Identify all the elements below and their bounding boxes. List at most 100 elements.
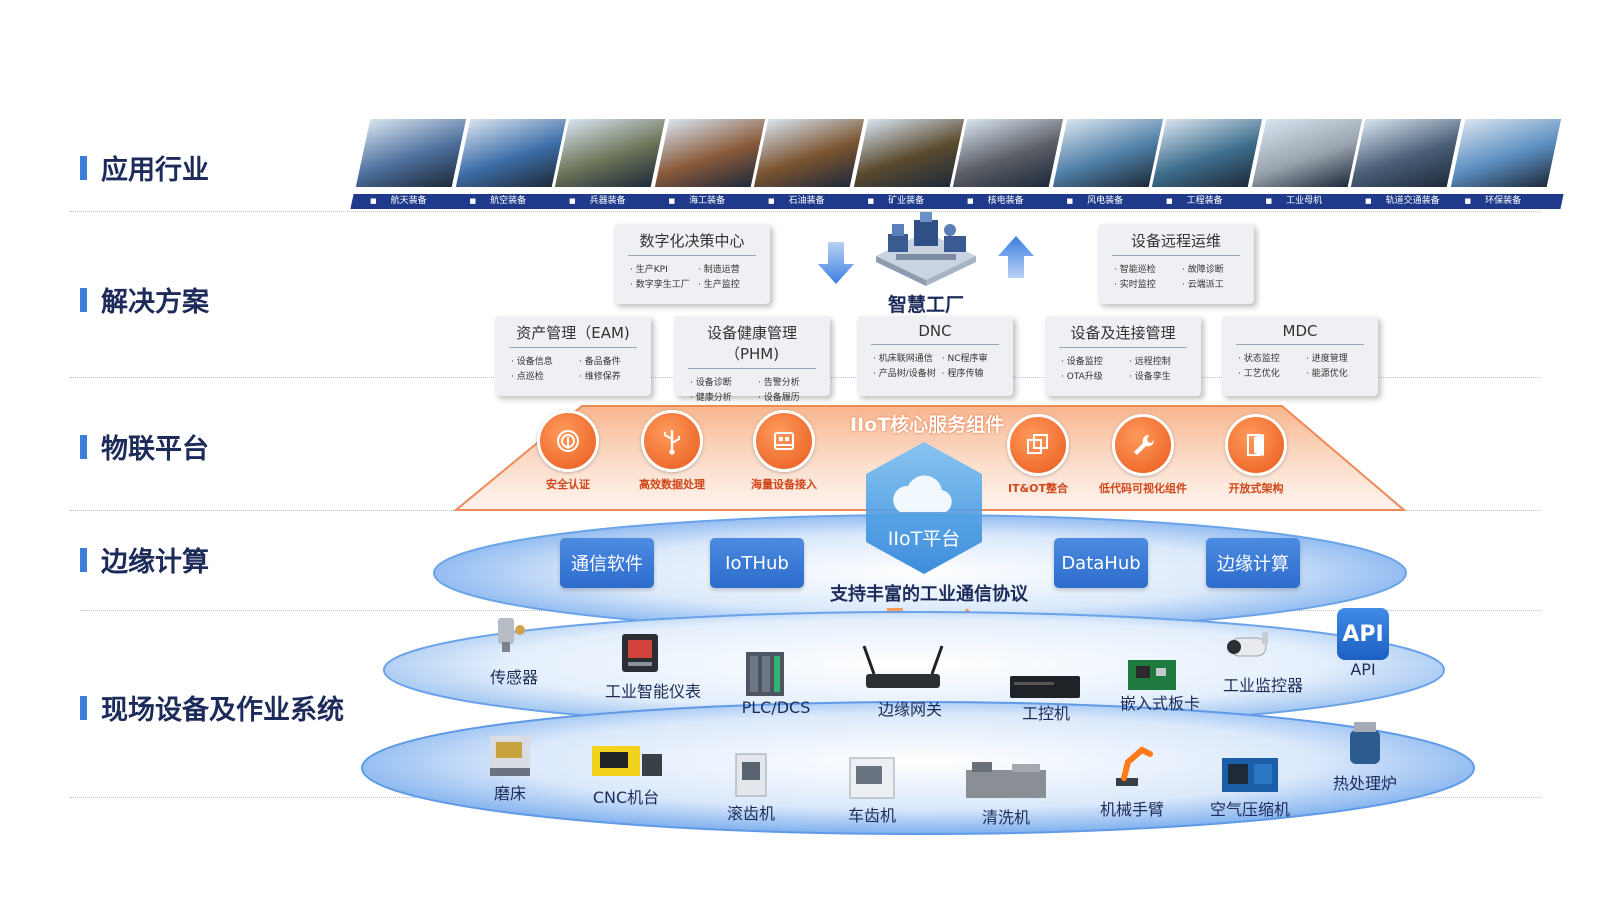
industry-photo[interactable] [1449, 118, 1562, 188]
solution-card[interactable]: 资产管理（EAM)设备信息备品备件点巡检维修保养 [495, 316, 651, 396]
iiot-service[interactable]: IT&OT整合 [978, 414, 1098, 496]
layer-label-industry: 应用行业 [80, 148, 209, 187]
field-device[interactable]: 嵌入式板卡 [1110, 646, 1210, 714]
card-item: 工艺优化 [1238, 366, 1300, 379]
meter-icon [622, 634, 658, 672]
industry-photo[interactable] [752, 118, 866, 188]
field-machine[interactable]: 车齿机 [828, 750, 916, 826]
iiot-service[interactable]: 高效数据处理 [612, 410, 732, 492]
iiot-service[interactable]: 海量设备接入 [724, 410, 844, 492]
card-title: 设备及连接管理 [1059, 322, 1187, 348]
smart-factory-icon [876, 212, 976, 286]
api-icon: API [1337, 608, 1389, 660]
solution-card[interactable]: MDC状态监控进度管理工艺优化能源优化 [1222, 316, 1378, 396]
field-machine[interactable]: 机械手臂 [1090, 738, 1174, 820]
layer-marker [80, 155, 87, 180]
field-device[interactable]: PLC/DCS [726, 648, 826, 717]
device-label: 工业智能仪表 [604, 682, 701, 701]
layer-marker [80, 434, 87, 459]
device-label: API [1350, 660, 1376, 679]
industry-photo[interactable] [1051, 118, 1164, 188]
field-machine[interactable]: 磨床 [470, 728, 550, 804]
smart-factory-title: 智慧工厂 [888, 294, 965, 316]
edge-box-edge-computing[interactable]: 边缘计算 [1206, 538, 1300, 588]
card-item: 设备履历 [758, 390, 820, 403]
layer-label-field: 现场设备及作业系统 [80, 688, 344, 727]
layer-label-solution: 解决方案 [80, 280, 209, 319]
industry-caption: 工程装备 [1166, 194, 1223, 209]
solution-card[interactable]: 设备健康管理（PHM)设备诊断告警分析健康分析设备履历 [674, 316, 830, 403]
industry-photo[interactable] [1150, 118, 1264, 188]
card-item: NC程序审 [942, 351, 1003, 364]
device-ellipse-lower [361, 701, 1475, 835]
card-item: OTA升级 [1061, 369, 1123, 382]
device-label: CNC机台 [592, 788, 660, 807]
card-item: 设备孪生 [1129, 369, 1191, 382]
device-label: 工控机 [1021, 704, 1070, 723]
field-machine[interactable]: 清洗机 [950, 754, 1062, 828]
shaper-icon [849, 757, 895, 799]
cloud-icon [893, 475, 952, 512]
field-machine[interactable]: CNC机台 [574, 732, 678, 808]
edge-box-datahub[interactable]: DataHub [1054, 538, 1148, 588]
card-item: 产品树/设备树 [873, 366, 936, 379]
solution-card[interactable]: DNC机床联网通信NC程序审产品树/设备树程序传输 [857, 316, 1013, 396]
field-machine[interactable]: 空气压缩机 [1204, 746, 1296, 820]
field-machine[interactable]: 热处理炉 [1326, 716, 1404, 794]
industry-photo[interactable] [653, 118, 766, 188]
industry-photo[interactable] [1250, 118, 1363, 188]
industry-photo[interactable] [951, 118, 1065, 188]
iiot-service-label: 低代码可视化组件 [1099, 482, 1187, 495]
solution-card-decision[interactable]: 数字化决策中心 生产KPI 制造运营 数字孪生工厂 生产监控 [614, 224, 770, 304]
card-title: MDC [1236, 322, 1364, 345]
cnc-icon [592, 746, 662, 776]
card-item: 程序传输 [942, 366, 1003, 379]
card-item: 设备信息 [511, 354, 573, 367]
field-device[interactable]: 工控机 [996, 662, 1096, 724]
card-item: 备品备件 [579, 354, 641, 367]
solution-card-remote-ops[interactable]: 设备远程运维 智能巡检 故障诊断 实时监控 云端派工 [1098, 224, 1254, 304]
industry-photo[interactable] [852, 118, 965, 188]
field-device[interactable]: 边缘网关 [850, 644, 970, 720]
iiot-service-label: 海量设备接入 [751, 478, 817, 491]
industry-photo[interactable] [354, 118, 468, 188]
industry-photo[interactable] [1349, 118, 1463, 188]
industry-caption: 工业母机 [1266, 194, 1322, 209]
hobber-icon [735, 753, 767, 797]
industry-caption: 石油装备 [768, 194, 825, 209]
field-device[interactable]: 工业智能仪表 [600, 630, 706, 702]
card-title: 数字化决策中心 [628, 230, 756, 256]
compressor-icon [1222, 758, 1278, 792]
layer-title: 物联平台 [101, 434, 209, 465]
device-label: 热处理炉 [1332, 774, 1397, 793]
layer-marker [80, 287, 87, 312]
iiot-service-label: 安全认证 [546, 478, 590, 491]
card-item: 云端派工 [1182, 277, 1244, 290]
iiot-service[interactable]: 低代码可视化组件 [1083, 414, 1203, 496]
card-item: 告警分析 [758, 375, 820, 388]
iiot-service[interactable]: 开放式架构 [1196, 414, 1316, 496]
board-icon [1128, 660, 1176, 690]
fingerprint-icon [537, 410, 599, 472]
card-item: 健康分析 [690, 390, 752, 403]
layer-marker [80, 547, 87, 572]
iiot-platform-hexagon [866, 442, 982, 574]
field-device[interactable]: 传感器 [470, 612, 558, 688]
card-item: 制造运营 [698, 262, 760, 275]
field-device[interactable]: 工业监控器 [1210, 624, 1316, 696]
device-label: 传感器 [489, 668, 538, 687]
edge-box-comm-software[interactable]: 通信软件 [560, 538, 654, 588]
iiot-service[interactable]: 安全认证 [508, 410, 628, 492]
washer-icon [966, 762, 1046, 798]
card-item: 生产监控 [698, 277, 760, 290]
industry-caption: 风电装备 [1067, 194, 1123, 209]
industry-photo[interactable] [454, 118, 567, 188]
industry-caption: 矿业装备 [868, 194, 924, 209]
arrow-down-icon [818, 242, 854, 284]
industry-caption: 轨道交通装备 [1365, 194, 1440, 209]
industry-photo[interactable] [553, 118, 667, 188]
edge-box-iothub[interactable]: IoTHub [710, 538, 804, 588]
field-machine[interactable]: 滚齿机 [712, 748, 790, 824]
solution-card[interactable]: 设备及连接管理设备监控远程控制OTA升级设备孪生 [1045, 316, 1201, 396]
